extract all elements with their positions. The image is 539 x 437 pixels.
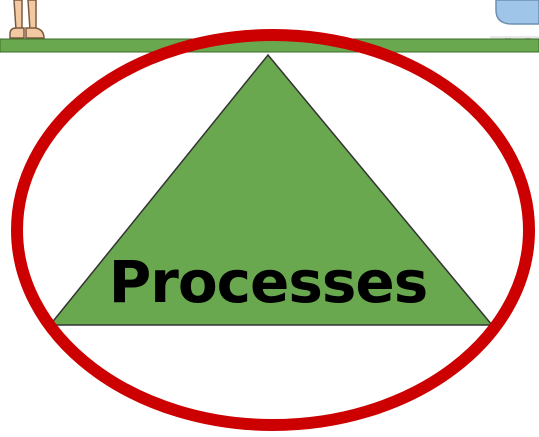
fulcrum-label: Processes — [109, 248, 428, 316]
person-legs-icon — [10, 0, 44, 38]
